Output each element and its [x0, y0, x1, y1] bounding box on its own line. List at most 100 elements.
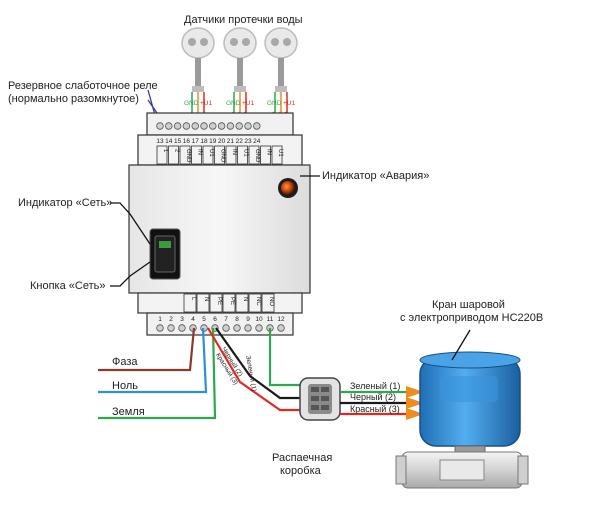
power-wires	[98, 327, 217, 420]
water-leak-sensor	[264, 27, 298, 92]
junction-label-line1: Распаечная	[272, 452, 333, 464]
port-label: GND	[254, 149, 260, 163]
terminal-screw	[244, 122, 252, 130]
terminal-screw	[277, 324, 285, 332]
terminal-screw	[182, 122, 191, 130]
port-label: U1	[243, 149, 249, 157]
port-cell	[179, 145, 191, 165]
terminal-number: 19	[209, 138, 217, 145]
valve-label-line1: Кран шаровой	[432, 299, 505, 311]
terminal-screw	[222, 324, 230, 332]
terminal-number: 20	[218, 138, 226, 145]
terminal-screw	[167, 324, 175, 332]
port-cell	[260, 145, 271, 165]
port-cell	[248, 145, 260, 165]
terminal-screw	[156, 324, 164, 332]
terminal-screw	[200, 122, 208, 130]
terminal-screw	[226, 122, 235, 130]
port-label: L	[190, 297, 196, 301]
port-cell	[168, 145, 179, 165]
terminal-screw	[173, 122, 182, 130]
terminal-screw	[244, 324, 252, 332]
power-button-label: Кнопка «Сеть»	[30, 280, 106, 292]
ball-valve-actuator	[395, 351, 529, 489]
port-label: GND	[185, 149, 191, 163]
port-cell	[222, 293, 236, 313]
port-cell	[225, 145, 237, 165]
port-label: GND	[220, 149, 226, 163]
port-label: PE	[229, 297, 235, 305]
port-label: N	[203, 297, 209, 301]
terminal-number: 5	[202, 316, 206, 323]
terminal-number: 2	[169, 316, 173, 323]
port-label: NC	[255, 297, 261, 306]
port-label: 2	[174, 149, 180, 153]
terminal-screw	[165, 122, 173, 130]
alarm-indicator-label: Индикатор «Авария»	[322, 170, 430, 182]
terminal-number: 8	[235, 316, 239, 323]
port-label: IN	[197, 149, 203, 155]
terminal-screw	[156, 122, 164, 130]
terminal-number: 12	[277, 316, 285, 323]
relay-label-line2: (нормально разомкнутое)	[8, 93, 139, 105]
terminal-number: 6	[213, 316, 217, 323]
port-label: 1	[162, 149, 168, 153]
terminal-screw	[217, 122, 226, 130]
port-label: NO	[268, 297, 274, 306]
sensor-pin-u1: +U1	[283, 100, 296, 107]
terminal-number: 1	[158, 316, 162, 323]
port-label: IN	[266, 149, 272, 155]
junction-box	[299, 377, 341, 421]
terminal-screw	[235, 122, 243, 130]
port-cell	[202, 145, 214, 165]
terminal-screw	[209, 122, 217, 130]
terminal-number: 13	[156, 138, 164, 145]
water-leak-sensor	[223, 27, 257, 92]
terminal-number: 21	[227, 138, 235, 145]
terminal-number: 17	[192, 138, 200, 145]
port-cell	[191, 145, 202, 165]
terminal-number: 14	[165, 138, 173, 145]
port-cell	[214, 145, 225, 165]
water-leak-sensor	[181, 27, 215, 92]
port-label: IN	[231, 149, 237, 155]
power-button[interactable]	[149, 228, 181, 280]
terminal-number: 4	[191, 316, 195, 323]
cable-label-black: Черный (2)	[350, 392, 396, 402]
terminal-number: 15	[174, 138, 182, 145]
cable-arrows	[406, 386, 424, 420]
junction-label-line2: коробка	[280, 465, 321, 477]
terminal-screw	[255, 324, 263, 332]
cable-to-junction	[207, 327, 300, 412]
cable-to-valve	[340, 390, 412, 416]
neutral-label: Ноль	[112, 380, 138, 392]
sensor-pin-gnd: GND	[226, 100, 241, 107]
valve-label-line2: с электроприводом НС220В	[400, 312, 544, 324]
port-label: N	[242, 297, 248, 301]
port-cell	[237, 145, 248, 165]
alarm-indicator-led	[278, 178, 298, 198]
port-label: U1	[208, 149, 214, 157]
port-cell	[271, 145, 283, 165]
terminal-number: 18	[200, 138, 208, 145]
terminal-number: 3	[180, 316, 184, 323]
port-cell	[183, 293, 197, 313]
cable-label-green: Зеленый (1)	[350, 381, 401, 391]
terminal-number: 24	[253, 138, 261, 145]
leader-lines	[110, 175, 320, 287]
port-cell	[261, 293, 275, 313]
port-label: U1	[277, 149, 283, 157]
sensor-pin-u1: +U1	[242, 100, 255, 107]
terminal-screw	[233, 324, 241, 332]
top-port-labels: 1 2 GND IN U1 GND IN U1 GND IN U1	[156, 145, 283, 165]
port-cell	[196, 293, 210, 313]
ground-label: Земля	[112, 406, 145, 418]
relay-label-line1: Резервное слаботочное реле	[8, 80, 158, 92]
phase-label: Фаза	[112, 356, 138, 368]
terminal-number: 9	[246, 316, 250, 323]
port-cell	[248, 293, 262, 313]
terminal-number: 10	[255, 316, 263, 323]
port-cell	[156, 145, 168, 165]
